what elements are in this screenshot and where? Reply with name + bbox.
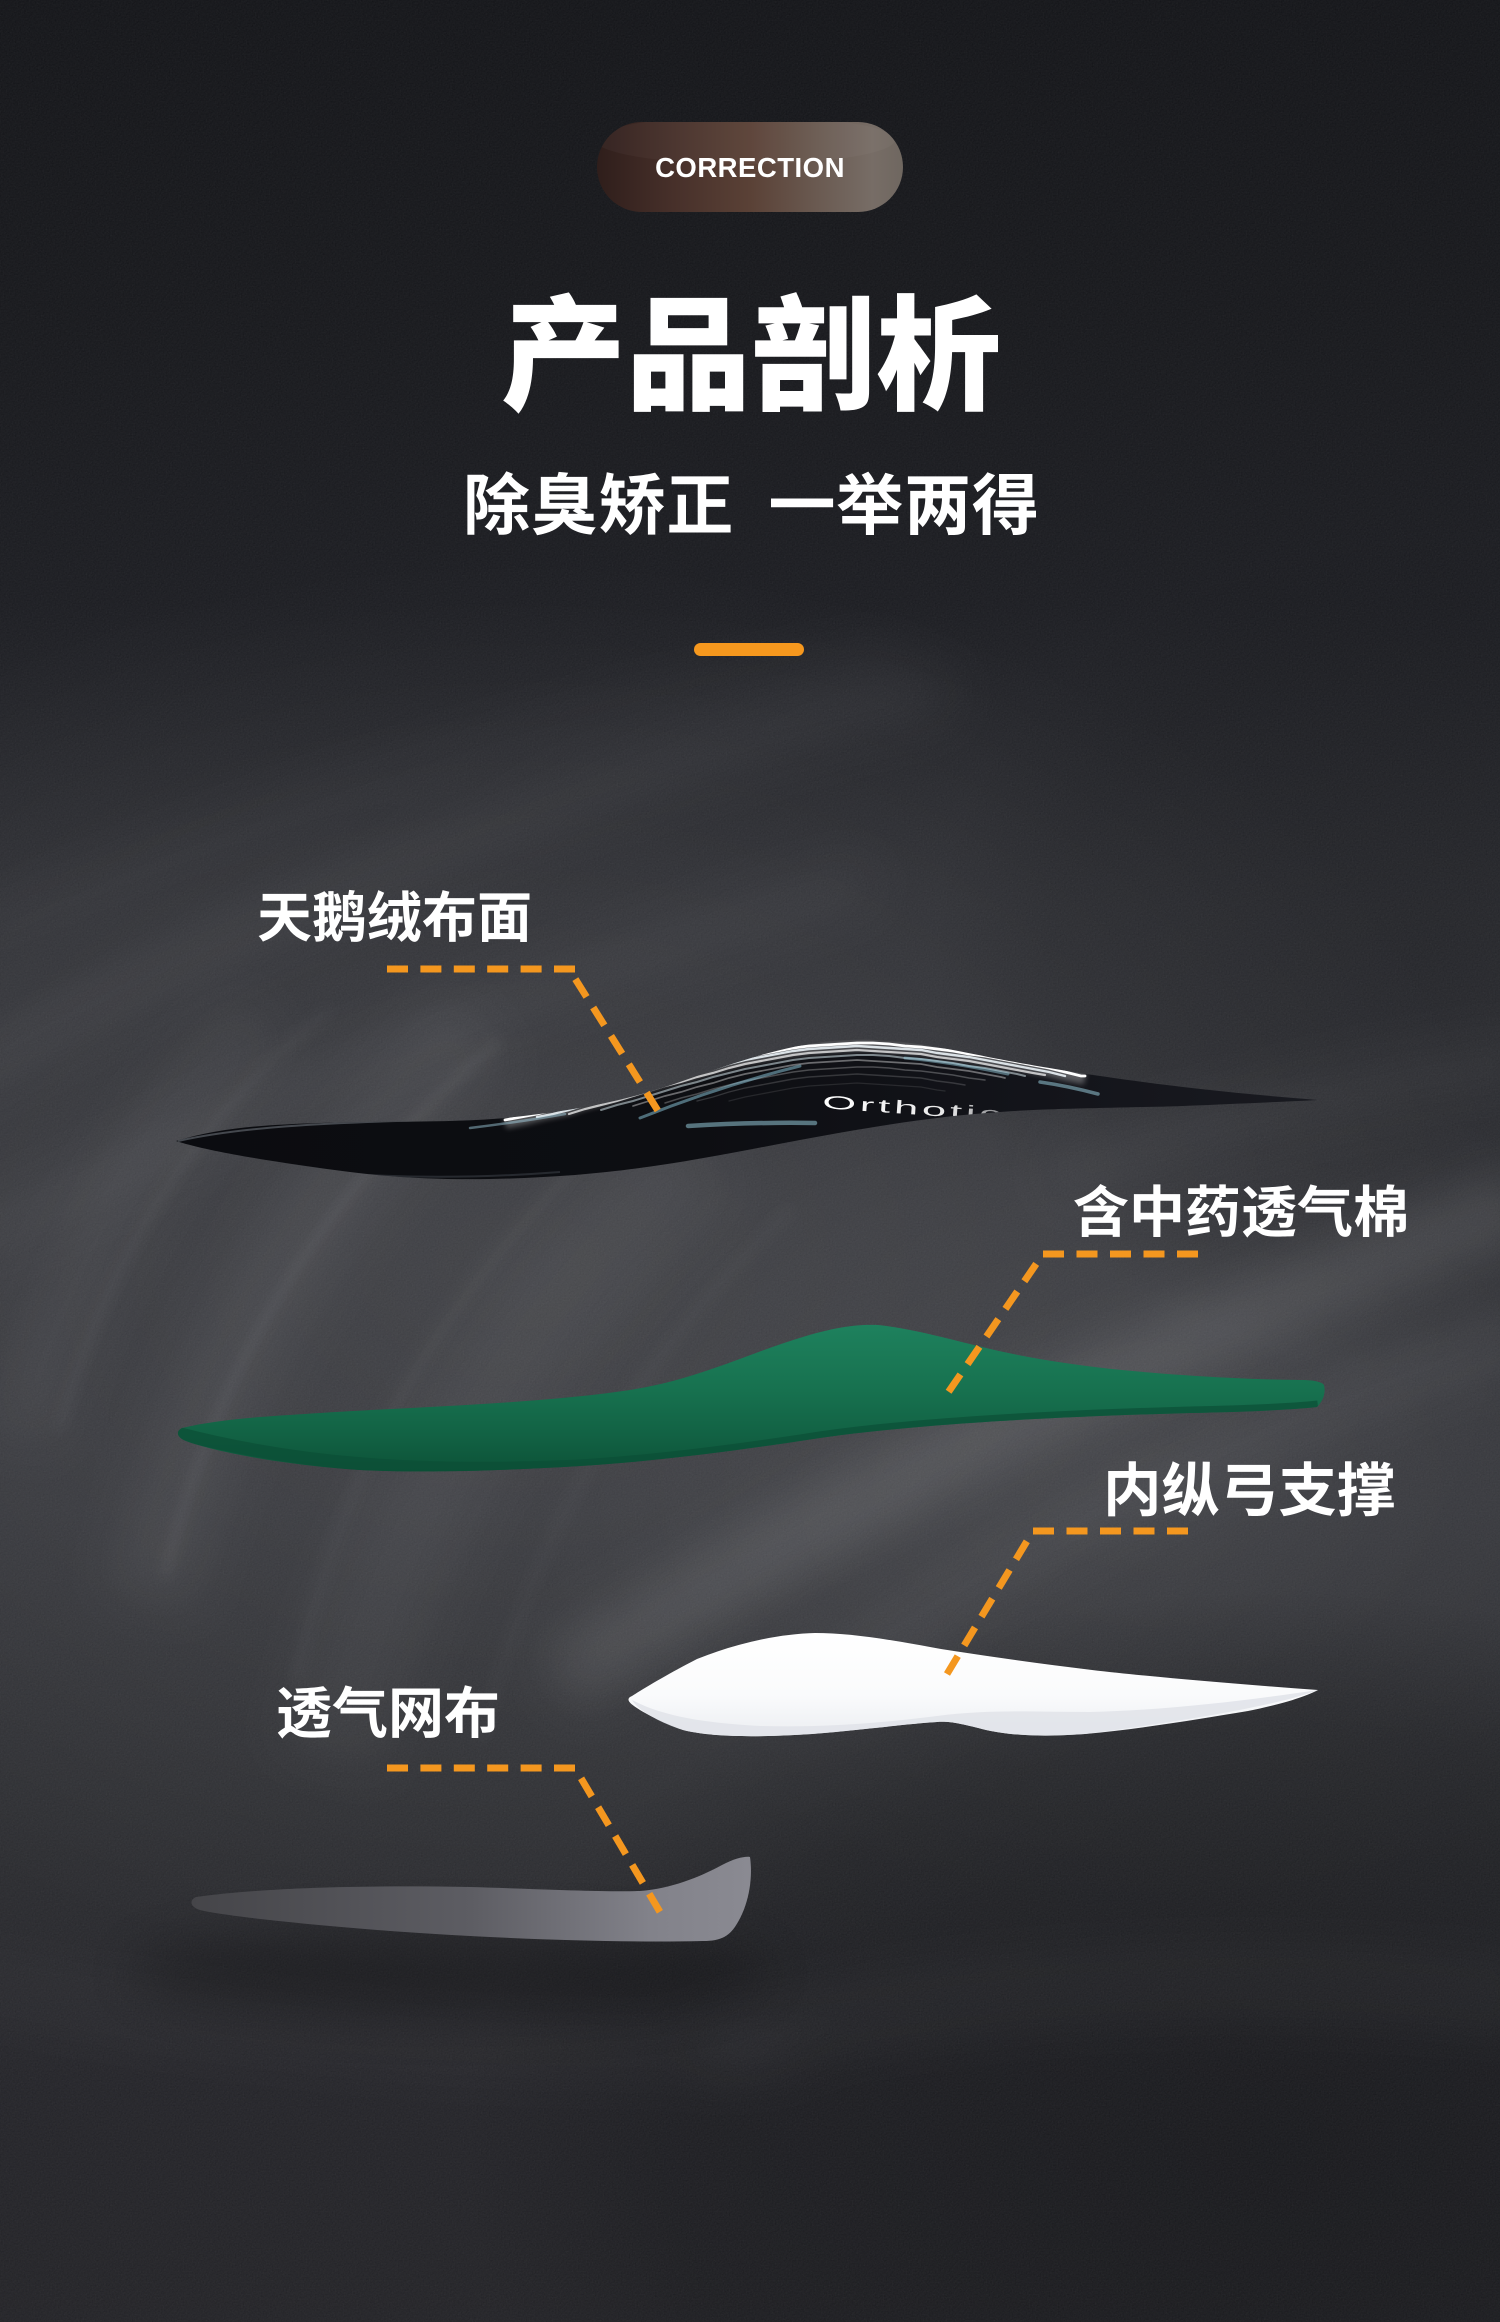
svg-text:CORRECTION: CORRECTION bbox=[655, 152, 845, 183]
